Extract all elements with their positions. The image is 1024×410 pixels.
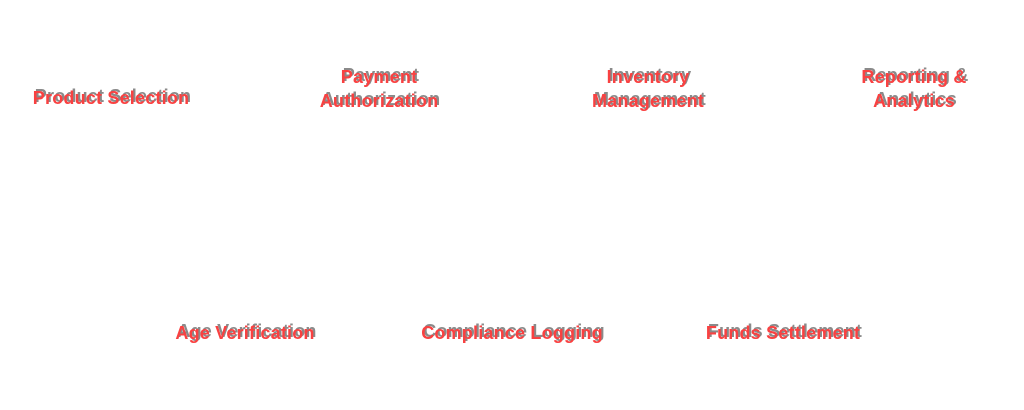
node-label-funds-settlement: Funds Settlement bbox=[705, 323, 861, 343]
node-label-product-selection: Product Selection bbox=[32, 88, 190, 108]
node-label-compliance-logging: Compliance Logging bbox=[421, 323, 603, 343]
node-label-reporting-analytics: Reporting & Analytics bbox=[861, 67, 967, 111]
node-label-inventory-management: Inventory Management bbox=[591, 67, 705, 111]
node-label-payment-authorization: Payment Authorization bbox=[319, 67, 439, 111]
node-label-age-verification: Age Verification bbox=[175, 323, 315, 343]
